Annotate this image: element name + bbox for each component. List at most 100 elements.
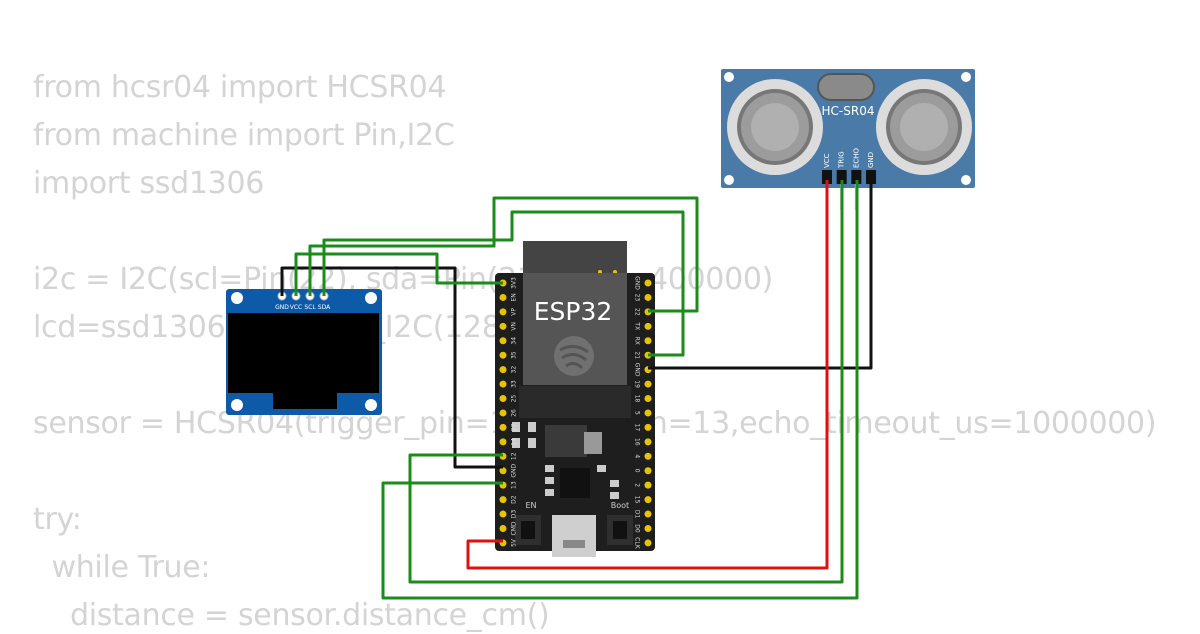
- esp32-pin-left-33[interactable]: 33: [499, 380, 518, 388]
- esp32-pin-left-vn[interactable]: VN: [499, 322, 518, 331]
- code-line: try:: [33, 502, 82, 537]
- esp32-pin-right-17[interactable]: 17: [634, 424, 652, 432]
- esp32-pin-left-en[interactable]: EN: [499, 293, 518, 302]
- esp32-pin-label: TX: [634, 321, 641, 330]
- esp32-pin-label: 34: [511, 337, 518, 345]
- esp32-pin-label: D3: [511, 510, 518, 519]
- esp32-pin-label: 26: [511, 409, 518, 417]
- esp32-pin-left-27[interactable]: 27: [499, 423, 518, 431]
- esp32-pin-left-34[interactable]: 34: [499, 337, 518, 345]
- esp32-pin-label: 13: [511, 481, 518, 489]
- hcsr04-pin-label: GND: [867, 152, 875, 168]
- wire-sr-trig[interactable]: [408, 180, 844, 584]
- esp32-pin-right-19[interactable]: 19: [634, 380, 652, 388]
- esp32-pin-label: 25: [511, 395, 518, 403]
- esp32-pin-right-clk[interactable]: CLK: [634, 537, 652, 550]
- wire-oled-sda[interactable]: [322, 210, 685, 357]
- wires: [280, 180, 873, 600]
- wire-oled-vcc[interactable]: [294, 252, 503, 296]
- oled-screen: [228, 313, 379, 393]
- esp32-pin-left-gnd[interactable]: GND: [499, 463, 518, 478]
- esp32-pin-right-d1[interactable]: D1: [634, 510, 652, 519]
- esp32-pin-label: GND: [634, 276, 641, 290]
- esp32-pin-right-rx[interactable]: RX: [634, 337, 652, 345]
- esp32-pin-label: D0: [634, 524, 641, 533]
- esp32-pin-label: VP: [511, 308, 518, 316]
- esp32-pin-label: 27: [511, 423, 518, 431]
- esp32-pin-label: EN: [511, 293, 518, 301]
- en-button-label: EN: [525, 501, 536, 510]
- esp32-pin-right-tx[interactable]: TX: [634, 321, 652, 330]
- esp32-pin-label: 5V: [511, 538, 518, 547]
- hcsr04-label: HC-SR04: [822, 104, 875, 118]
- oled-pin-label: GND: [275, 304, 289, 311]
- esp32-pin-left-32[interactable]: 32: [499, 366, 518, 374]
- code-line: import ssd1306: [33, 166, 265, 201]
- hcsr04-pin-label: ECHO: [852, 147, 860, 168]
- wire-sr-echo[interactable]: [381, 180, 859, 600]
- esp32-pin-label: 14: [511, 438, 518, 446]
- code-line: distance = sensor.distance_cm(): [33, 598, 550, 633]
- esp32-pin-left-d3[interactable]: D3: [499, 510, 518, 519]
- oled-pin-label: VCC: [290, 304, 302, 311]
- antenna-area: [523, 241, 627, 275]
- esp32-pin-left-14[interactable]: 14: [499, 438, 518, 446]
- esp32-pin-label: 3V3: [511, 277, 518, 289]
- esp32-pin-right-23[interactable]: 23: [634, 294, 652, 302]
- esp32-pin-label: 19: [634, 380, 641, 388]
- esp32-pin-label: 35: [511, 351, 518, 359]
- esp32-pin-right-4[interactable]: 4: [634, 452, 652, 460]
- esp32-pin-right-5[interactable]: 5: [634, 409, 652, 417]
- hcsr04-sensor[interactable]: HC-SR04 VCC TRIG ECHO GND: [721, 69, 975, 210]
- esp32-pin-right-16[interactable]: 16: [634, 438, 652, 446]
- esp32-pin-right-15[interactable]: 15: [634, 496, 652, 504]
- esp32-pin-label: RX: [634, 337, 641, 345]
- esp32-pin-label: GND: [511, 463, 518, 477]
- esp32-pin-label: 17: [634, 424, 641, 432]
- esp32-pin-label: D2: [511, 495, 518, 504]
- esp32-pin-label: 4: [634, 454, 641, 458]
- esp32-pin-label: GND: [634, 363, 641, 377]
- code-line: from hcsr04 import HCSR04: [33, 70, 447, 105]
- wire-oled-scl[interactable]: [308, 196, 699, 313]
- wire-sr-gnd[interactable]: [648, 180, 873, 370]
- esp32-pin-label: VN: [511, 322, 518, 331]
- esp32-pin-label: 16: [634, 438, 641, 446]
- esp32-pin-label: 33: [511, 380, 518, 388]
- esp32-pin-label: 5: [634, 411, 641, 415]
- voltage-regulator: [545, 425, 587, 457]
- esp32-pin-left-26[interactable]: 26: [499, 409, 518, 417]
- esp32-pin-label: 12: [511, 452, 518, 460]
- esp32-pin-left-25[interactable]: 25: [499, 395, 518, 403]
- esp32-pin-right-18[interactable]: 18: [634, 395, 652, 403]
- esp32-board[interactable]: ESP32 EN Boot 3V3ENVPVN34353233252627141…: [495, 241, 655, 557]
- esp32-pin-label: 2: [634, 483, 641, 487]
- esp32-pin-left-cmd[interactable]: CMD: [499, 521, 518, 535]
- esp32-pin-right-gnd[interactable]: GND: [634, 276, 652, 290]
- esp32-pin-left-d2[interactable]: D2: [499, 495, 518, 504]
- esp32-pin-right-d0[interactable]: D0: [634, 524, 652, 533]
- usb-uart-chip: [560, 468, 590, 498]
- code-line: from machine import Pin,I2C: [33, 118, 455, 153]
- esp32-label: ESP32: [534, 297, 613, 326]
- esp32-pin-label: CMD: [511, 521, 518, 535]
- esp32-pin-right-2[interactable]: 2: [634, 481, 652, 489]
- wire-oled-gnd[interactable]: [280, 266, 503, 469]
- hcsr04-pin-label: VCC: [823, 153, 831, 168]
- esp32-pin-label: 0: [634, 469, 641, 473]
- crystal-oscillator: [817, 73, 875, 101]
- esp32-pin-label: D1: [634, 510, 641, 519]
- boot-button-label: Boot: [611, 501, 629, 510]
- esp32-pin-label: 21: [634, 351, 641, 359]
- hcsr04-pin-label: TRIG: [838, 151, 846, 169]
- esp32-pin-label: 23: [634, 294, 641, 302]
- micro-usb-port[interactable]: [552, 515, 596, 557]
- esp32-pin-label: 18: [634, 395, 641, 403]
- esp32-pin-right-0[interactable]: 0: [634, 467, 652, 475]
- esp32-pin-left-35[interactable]: 35: [499, 351, 518, 359]
- esp32-pin-left-vp[interactable]: VP: [499, 308, 518, 316]
- esp32-pin-label: 22: [634, 308, 641, 316]
- wire-sr-vcc[interactable]: [466, 180, 829, 570]
